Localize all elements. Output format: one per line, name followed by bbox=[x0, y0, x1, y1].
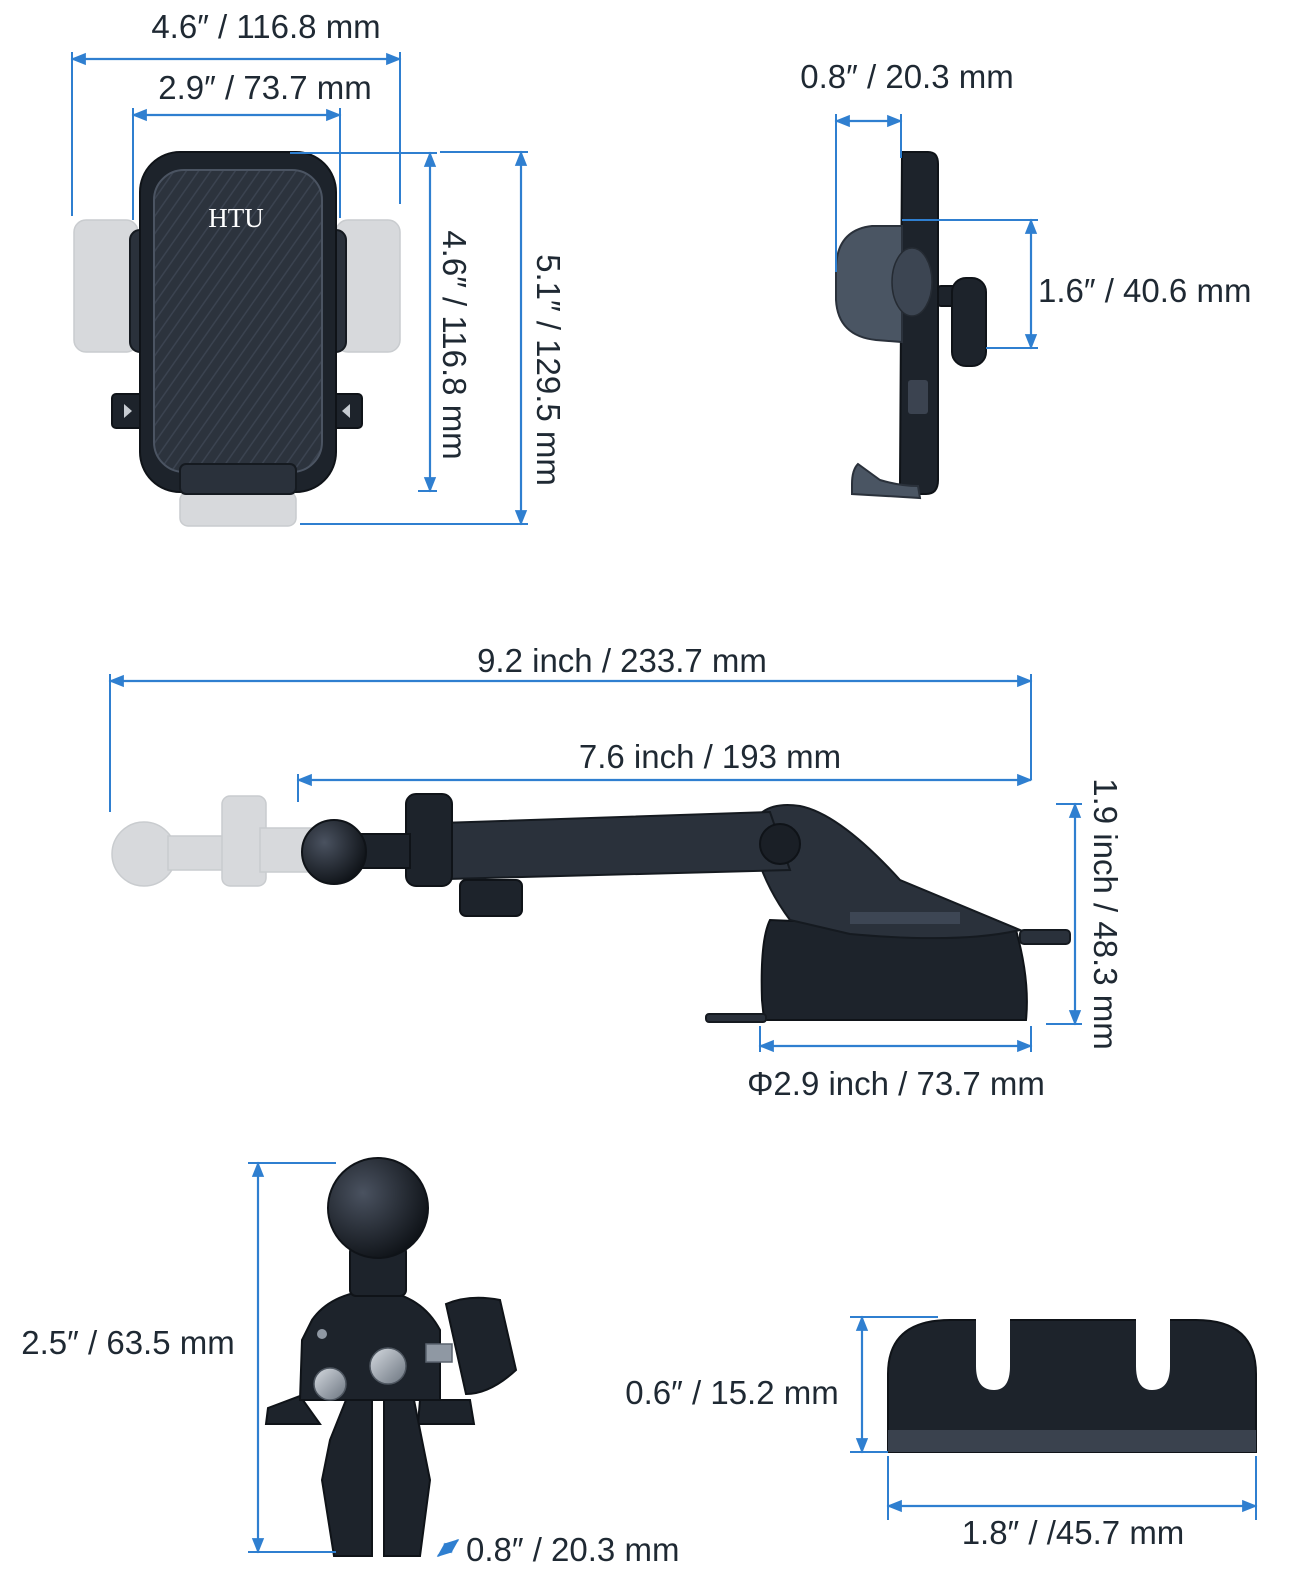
clip-rivet bbox=[317, 1329, 327, 1339]
base-diameter-label: Φ2.9 inch / 73.7 mm bbox=[747, 1065, 1045, 1102]
right-arrow-icon bbox=[342, 404, 350, 418]
arm-min-length-label: 7.6 inch / 193 mm bbox=[579, 738, 841, 775]
ghost-bottom-foot bbox=[179, 491, 297, 527]
arm-ball-joint bbox=[301, 819, 367, 885]
left-arrow-icon bbox=[124, 404, 132, 418]
side-grip-height-label: 1.6″ / 40.6 mm bbox=[1038, 272, 1251, 309]
cable-clip-view: 0.6″ / 15.2 mm 1.8″ / /45.7 mm bbox=[625, 1315, 1258, 1551]
base-lever-left bbox=[705, 1013, 767, 1023]
pivot-body bbox=[748, 804, 1024, 940]
clip-right-wing bbox=[416, 1399, 476, 1425]
side-slot bbox=[908, 380, 928, 414]
clip-width-label: 0.8″ / 20.3 mm bbox=[466, 1531, 679, 1568]
side-knob bbox=[951, 277, 987, 367]
inner-height-label: 4.6″ / 116.8 mm bbox=[436, 230, 473, 459]
vent-clip-view: 2.5″ / 63.5 mm 0.8″ / 20.3 mm bbox=[21, 1157, 679, 1568]
side-bottom-foot bbox=[851, 462, 922, 500]
clip-thread bbox=[425, 1343, 453, 1363]
ghost-left-arm bbox=[73, 219, 139, 353]
cable-clip-bottom-edge bbox=[888, 1430, 1256, 1452]
holder-front-view: HTU 4.6″ / 116.8 mm 2.9″ / 73.7 mm 4.6″ … bbox=[70, 8, 567, 527]
cable-clip-height-label: 0.6″ / 15.2 mm bbox=[625, 1374, 838, 1411]
brand-logo: HTU bbox=[208, 203, 264, 233]
holder-side-view: 0.8″ / 20.3 mm 1.6″ / 40.6 mm bbox=[800, 58, 1251, 500]
ghost-ball bbox=[111, 821, 177, 887]
pivot-hinge bbox=[759, 823, 801, 865]
arm-height-label: 1.9 inch / 48.3 mm bbox=[1087, 778, 1124, 1049]
outer-height-label: 5.1″ / 129.5 mm bbox=[530, 254, 567, 486]
clip-height-label: 2.5″ / 63.5 mm bbox=[21, 1324, 234, 1361]
clip-screw-right bbox=[369, 1347, 407, 1385]
clip-left-wing bbox=[264, 1394, 322, 1425]
cable-slot-right bbox=[1136, 1318, 1170, 1390]
cable-clip-width-label: 1.8″ / /45.7 mm bbox=[962, 1514, 1185, 1551]
side-grip-pad bbox=[891, 247, 933, 317]
side-depth-label: 0.8″ / 20.3 mm bbox=[800, 58, 1013, 95]
bottom-foot bbox=[179, 463, 297, 495]
pivot-grip-strip bbox=[850, 912, 960, 924]
inner-width-label: 2.9″ / 73.7 mm bbox=[158, 69, 371, 106]
arm-lock-knob bbox=[459, 879, 523, 917]
ghost-neck bbox=[167, 835, 229, 871]
clip-knob bbox=[444, 1296, 518, 1396]
arm-tube bbox=[409, 810, 792, 882]
clip-left-jaw bbox=[320, 1389, 373, 1557]
clip-width-dimension bbox=[436, 1539, 460, 1557]
arm-collar bbox=[405, 793, 453, 887]
side-back-plate bbox=[898, 151, 939, 495]
suction-base bbox=[760, 918, 1028, 1021]
arm-max-length-label: 9.2 inch / 233.7 mm bbox=[477, 642, 767, 679]
clip-ball-joint bbox=[327, 1157, 429, 1259]
arm-mount-view: 9.2 inch / 233.7 mm 7.6 inch / 193 mm 1.… bbox=[108, 642, 1124, 1102]
side-grip-arm bbox=[835, 225, 903, 344]
outer-width-label: 4.6″ / 116.8 mm bbox=[151, 8, 380, 45]
clip-screw-left bbox=[313, 1367, 347, 1401]
cable-slot-left bbox=[976, 1318, 1010, 1390]
base-lever-right bbox=[1019, 929, 1071, 945]
